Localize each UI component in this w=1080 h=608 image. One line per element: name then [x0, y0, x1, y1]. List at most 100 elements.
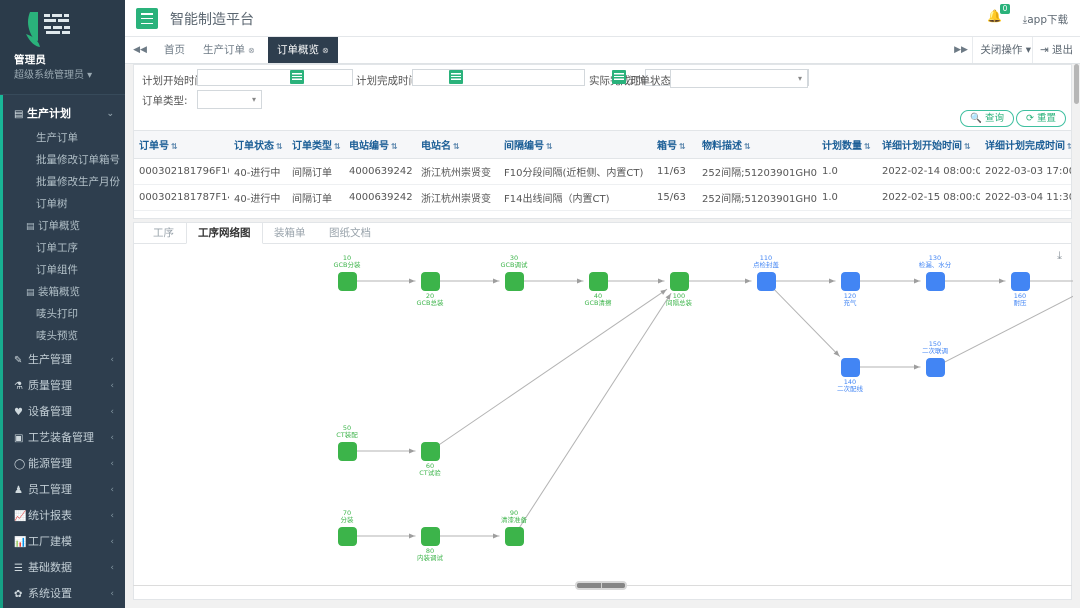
process-node-110[interactable]: [756, 271, 776, 291]
sidebar-section-label: 生产计划: [27, 107, 71, 120]
sort-icon[interactable]: ⇅: [864, 142, 871, 151]
sidebar-item-3[interactable]: 订单树: [0, 193, 125, 215]
sort-icon[interactable]: ⇅: [276, 142, 283, 151]
reset-button[interactable]: ⟳ 重置: [1015, 110, 1066, 127]
sidebar-menu-6[interactable]: 📈统计报表‹: [0, 503, 125, 529]
sidebar-menu-3[interactable]: ▣工艺装备管理‹: [0, 425, 125, 451]
sort-icon[interactable]: ⇅: [334, 142, 341, 151]
sidebar-item-6[interactable]: 订单组件: [0, 259, 125, 281]
close-icon[interactable]: ⊗: [322, 46, 329, 55]
sidebar-item-8[interactable]: 唛头打印: [0, 303, 125, 325]
sidebar-item-9[interactable]: 唛头预览: [0, 325, 125, 347]
process-node-150[interactable]: [925, 357, 945, 377]
close-icon[interactable]: ⊗: [248, 46, 255, 55]
sidebar-item-4[interactable]: ▤订单概览: [0, 215, 125, 237]
app-download-link[interactable]: ⤓app下载: [1022, 14, 1068, 26]
sort-icon[interactable]: ⇅: [171, 142, 178, 151]
process-node-40[interactable]: [588, 271, 608, 291]
process-node-label-150: 150 二次联调: [922, 339, 948, 355]
sort-icon[interactable]: ⇅: [964, 142, 971, 151]
close-operations-menu[interactable]: 关闭操作 ▾: [972, 37, 1038, 63]
column-header-6[interactable]: 箱号⇅: [652, 131, 697, 159]
sort-icon[interactable]: ⇅: [546, 142, 553, 151]
sidebar-item-0[interactable]: 生产订单: [0, 127, 125, 149]
sidebar-section-production-plan[interactable]: ▤生产计划 ⌄: [0, 101, 125, 127]
horizontal-scrollbar[interactable]: [575, 581, 627, 590]
column-header-7[interactable]: 物料描述⇅: [697, 131, 817, 159]
sidebar-menu-1[interactable]: ⚗质量管理‹: [0, 373, 125, 399]
column-header-9[interactable]: 详细计划开始时间⇅: [877, 131, 980, 159]
orders-table-container[interactable]: 订单号⇅订单状态⇅订单类型⇅电站编号⇅电站名⇅间隔编号⇅箱号⇅物料描述⇅计划数量…: [133, 131, 1072, 219]
process-node-140[interactable]: [840, 357, 860, 377]
sidebar-menu-2[interactable]: ♥设备管理‹: [0, 399, 125, 425]
process-node-50[interactable]: [337, 441, 357, 461]
process-node-160[interactable]: [1010, 271, 1030, 291]
detail-tab-0[interactable]: 工序: [153, 227, 174, 239]
cell-8: 1.0: [817, 184, 877, 211]
column-header-0[interactable]: 订单号⇅: [134, 131, 229, 159]
user-role[interactable]: 超级系统管理员 ▾: [14, 70, 93, 81]
sidebar-menu-9[interactable]: ✿系统设置‹: [0, 581, 125, 607]
detail-tab-1[interactable]: 工序网络图: [186, 223, 263, 244]
calendar-icon-start[interactable]: [290, 70, 304, 84]
sidebar-menu-8[interactable]: ☰基础数据‹: [0, 555, 125, 581]
sort-icon[interactable]: ⇅: [744, 142, 751, 151]
process-node-90[interactable]: [504, 526, 524, 546]
column-header-10[interactable]: 详细计划完成时间⇅: [980, 131, 1071, 159]
calendar-icon-actual[interactable]: [612, 70, 626, 84]
process-node-30[interactable]: [504, 271, 524, 291]
order-type-select[interactable]: ▾: [197, 90, 262, 109]
sidebar-menu-5[interactable]: ♟员工管理‹: [0, 477, 125, 503]
detail-tab-2[interactable]: 装箱单: [274, 227, 306, 239]
sort-icon[interactable]: ⇅: [391, 142, 398, 151]
tab-1[interactable]: 生产订单⊗: [194, 37, 264, 63]
process-node-80[interactable]: [420, 526, 440, 546]
plan-start-input[interactable]: [197, 69, 353, 86]
process-node-60[interactable]: [420, 441, 440, 461]
tabs-scroll-left-icon[interactable]: ◀◀: [133, 45, 147, 55]
filter-panel: 计划开始时间 计划完成时间 实际完成时间 订单状态: ▾ 订单类型: ▾ 🔍 查…: [133, 64, 1072, 131]
vertical-scrollbar[interactable]: [1074, 64, 1079, 104]
sidebar-item-2[interactable]: 批量修改生产月份: [0, 171, 125, 193]
plan-finish-input[interactable]: [412, 69, 585, 86]
table-row[interactable]: 000302181786F1340-进行中间隔订单4000639242浙江杭州崇…: [134, 210, 1071, 218]
logout-button[interactable]: ⇥ 退出: [1031, 37, 1080, 63]
process-node-70[interactable]: [337, 526, 357, 546]
process-node-120[interactable]: [840, 271, 860, 291]
calendar-icon-finish[interactable]: [449, 70, 463, 84]
detail-tab-3[interactable]: 图纸文档: [329, 227, 371, 239]
sidebar-item-label: 唛头打印: [36, 308, 78, 320]
sidebar-menu-0[interactable]: ✎生产管理‹: [0, 347, 125, 373]
column-header-2[interactable]: 订单类型⇅: [287, 131, 344, 159]
column-header-8[interactable]: 计划数量⇅: [817, 131, 877, 159]
tab-2[interactable]: 订单概览⊗: [268, 37, 338, 63]
sidebar-menu-4[interactable]: ◯能源管理‹: [0, 451, 125, 477]
column-header-3[interactable]: 电站编号⇅: [344, 131, 416, 159]
sidebar-menu-7[interactable]: 📊工厂建模‹: [0, 529, 125, 555]
process-node-20[interactable]: [420, 271, 440, 291]
tab-0[interactable]: 首页: [155, 37, 194, 63]
sort-icon[interactable]: ⇅: [679, 142, 686, 151]
process-node-130[interactable]: [925, 271, 945, 291]
sidebar-item-1[interactable]: 批量修改订单箱号: [0, 149, 125, 171]
search-button[interactable]: 🔍 查询: [960, 110, 1014, 127]
export-download-icon[interactable]: ⤓: [1057, 249, 1062, 262]
sort-icon[interactable]: ⇅: [453, 142, 460, 151]
column-header-4[interactable]: 电站名⇅: [416, 131, 499, 159]
column-header-1[interactable]: 订单状态⇅: [229, 131, 287, 159]
column-header-5[interactable]: 间隔编号⇅: [499, 131, 652, 159]
process-node-10[interactable]: [337, 271, 357, 291]
process-node-100[interactable]: [669, 271, 689, 291]
bell-icon[interactable]: 🔔: [987, 9, 1002, 23]
sort-icon[interactable]: ⇅: [1067, 142, 1071, 151]
tab-label: 首页: [164, 44, 185, 56]
sidebar-item-5[interactable]: 订单工序: [0, 237, 125, 259]
hamburger-icon[interactable]: [136, 8, 158, 29]
tabs-scroll-right-icon[interactable]: ▶▶: [954, 45, 968, 55]
order-status-select[interactable]: ▾: [670, 69, 808, 88]
chevron-down-icon: ▾: [251, 95, 256, 104]
sidebar-item-7[interactable]: ▤装箱概览: [0, 281, 125, 303]
